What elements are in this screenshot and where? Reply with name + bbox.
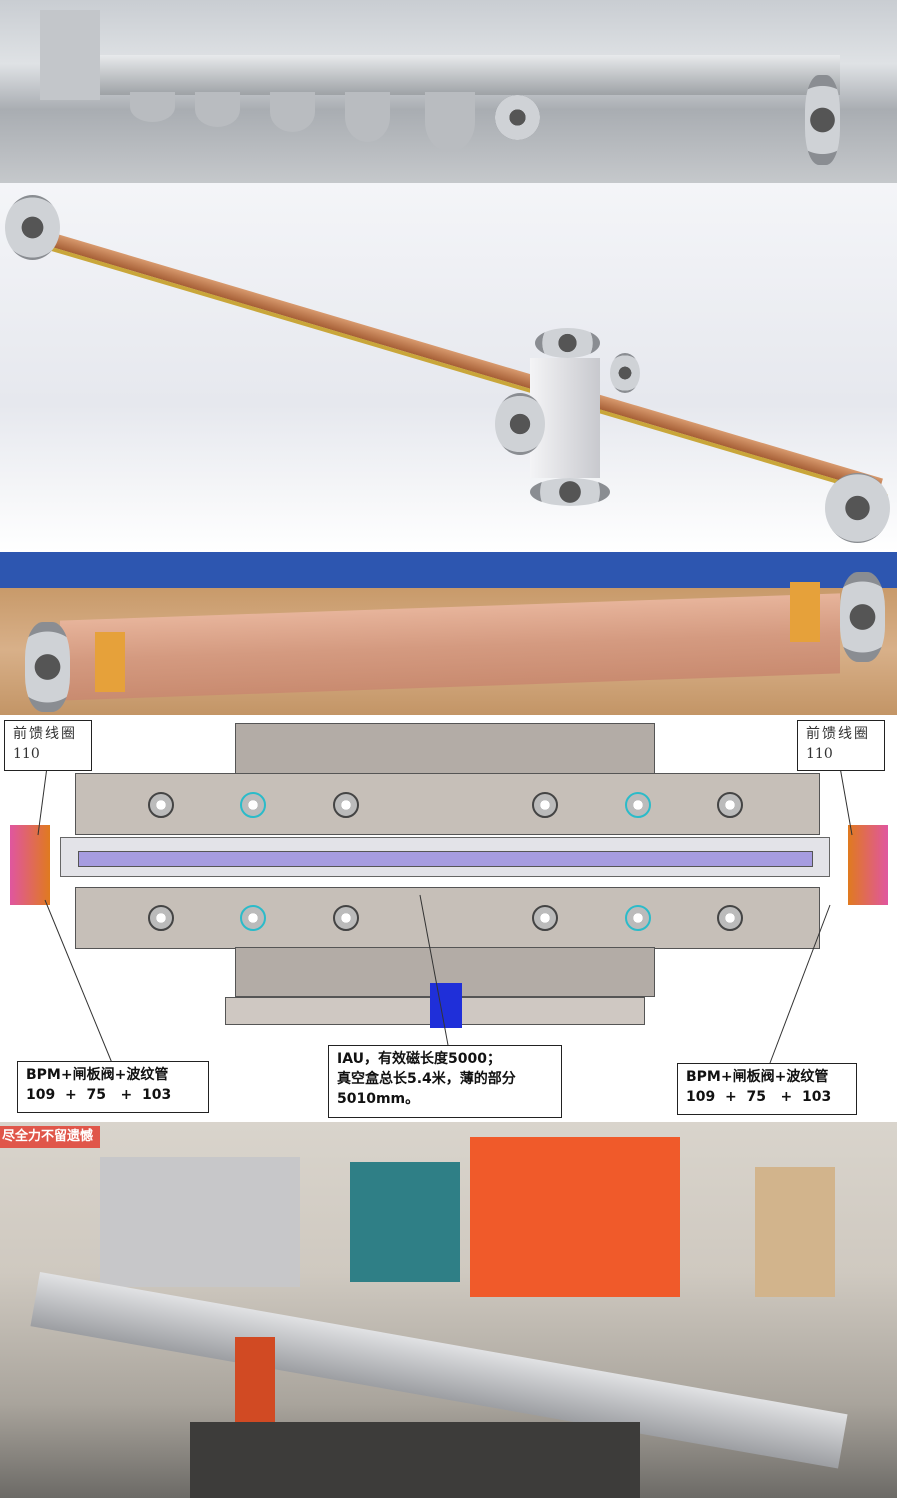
kapton-tape bbox=[790, 582, 820, 642]
label-title: 前馈线圈 bbox=[13, 726, 77, 742]
copper-beam-pipe bbox=[16, 223, 883, 493]
bolt-circle bbox=[717, 792, 743, 818]
photo-workshop: 尽全力不留遗憾 bbox=[0, 1122, 897, 1498]
label-title: 前馈线圈 bbox=[806, 726, 870, 742]
bolt-circle bbox=[532, 792, 558, 818]
orange-magnet-frame bbox=[470, 1137, 680, 1297]
bpm-assembly-right bbox=[848, 825, 888, 905]
iau-label: IAU，有效磁长度5000； 真空盒总长5.4米，薄的部分 5010mm。 bbox=[328, 1045, 562, 1118]
end-flange-right bbox=[825, 473, 890, 543]
engineering-drawing: 前馈线圈 110 前馈线圈 110 BPM+闸板阀+波纹管 109 + 75 +… bbox=[0, 715, 897, 1122]
label-value: 110 bbox=[806, 746, 833, 762]
pump-port bbox=[425, 92, 475, 152]
flange bbox=[495, 95, 540, 140]
flange bbox=[805, 75, 840, 165]
pump-port bbox=[345, 92, 390, 142]
bolt-circle bbox=[625, 905, 651, 931]
bolt-circle bbox=[148, 792, 174, 818]
iau-line-3: 5010mm。 bbox=[337, 1091, 420, 1107]
label-values: 109 + 75 + 103 bbox=[26, 1087, 172, 1103]
bolt-circle bbox=[625, 792, 651, 818]
tool-bench bbox=[190, 1422, 640, 1498]
label-title: BPM+闸板阀+波纹管 bbox=[26, 1067, 169, 1083]
iau-line-2: 真空盒总长5.4米，薄的部分 bbox=[337, 1071, 516, 1087]
orange-gate-valve bbox=[235, 1337, 275, 1437]
label-values: 109 + 75 + 103 bbox=[686, 1089, 832, 1105]
teal-magnet bbox=[350, 1162, 460, 1282]
pump-port bbox=[130, 92, 175, 122]
feedforward-coil-label-left: 前馈线圈 110 bbox=[4, 720, 92, 771]
bolt-circle bbox=[333, 905, 359, 931]
end-flange-right bbox=[840, 572, 885, 662]
cabinets bbox=[100, 1157, 300, 1287]
pump-port bbox=[270, 92, 315, 132]
bolt-circle bbox=[333, 792, 359, 818]
cross-flange-bottom bbox=[530, 478, 610, 506]
bolt-circle bbox=[717, 905, 743, 931]
pump-port bbox=[195, 92, 240, 127]
feedforward-coil-label-right: 前馈线圈 110 bbox=[797, 720, 885, 771]
end-flange-left bbox=[25, 622, 70, 712]
bolt-circle bbox=[240, 792, 266, 818]
workshop-banner: 尽全力不留遗憾 bbox=[0, 1126, 100, 1148]
bpm-assembly-left bbox=[10, 825, 50, 905]
photo-copper-chamber bbox=[0, 552, 897, 715]
cad-render-vacuum-chamber bbox=[0, 183, 897, 552]
cross-flange-front bbox=[495, 393, 545, 455]
wooden-crate bbox=[755, 1167, 835, 1297]
bpm-label-left: BPM+闸板阀+波纹管 109 + 75 + 103 bbox=[17, 1061, 209, 1113]
cross-flange-top bbox=[535, 328, 600, 358]
bolt-circle bbox=[532, 905, 558, 931]
end-flange-left bbox=[5, 195, 60, 260]
kapton-tape bbox=[95, 632, 125, 692]
top-frame bbox=[235, 723, 655, 778]
bpm-label-right: BPM+闸板阀+波纹管 109 + 75 + 103 bbox=[677, 1063, 857, 1115]
chamber-beam bbox=[40, 55, 840, 95]
upper-magnet-block bbox=[75, 773, 820, 835]
vacuum-chamber-purple bbox=[78, 851, 813, 867]
label-title: BPM+闸板阀+波纹管 bbox=[686, 1069, 829, 1085]
cross-chamber bbox=[40, 10, 100, 100]
leader-lines bbox=[37, 766, 853, 1064]
photo-vacuum-chamber-top bbox=[0, 0, 897, 183]
iau-line-1: IAU，有效磁长度5000； bbox=[337, 1051, 501, 1067]
gold-rail bbox=[23, 239, 888, 499]
bolt-circle bbox=[240, 905, 266, 931]
cross-flange-side bbox=[610, 353, 640, 393]
blue-actuator bbox=[430, 983, 462, 1028]
label-value: 110 bbox=[13, 746, 40, 762]
bolt-circle bbox=[148, 905, 174, 931]
copper-chamber bbox=[60, 593, 840, 701]
